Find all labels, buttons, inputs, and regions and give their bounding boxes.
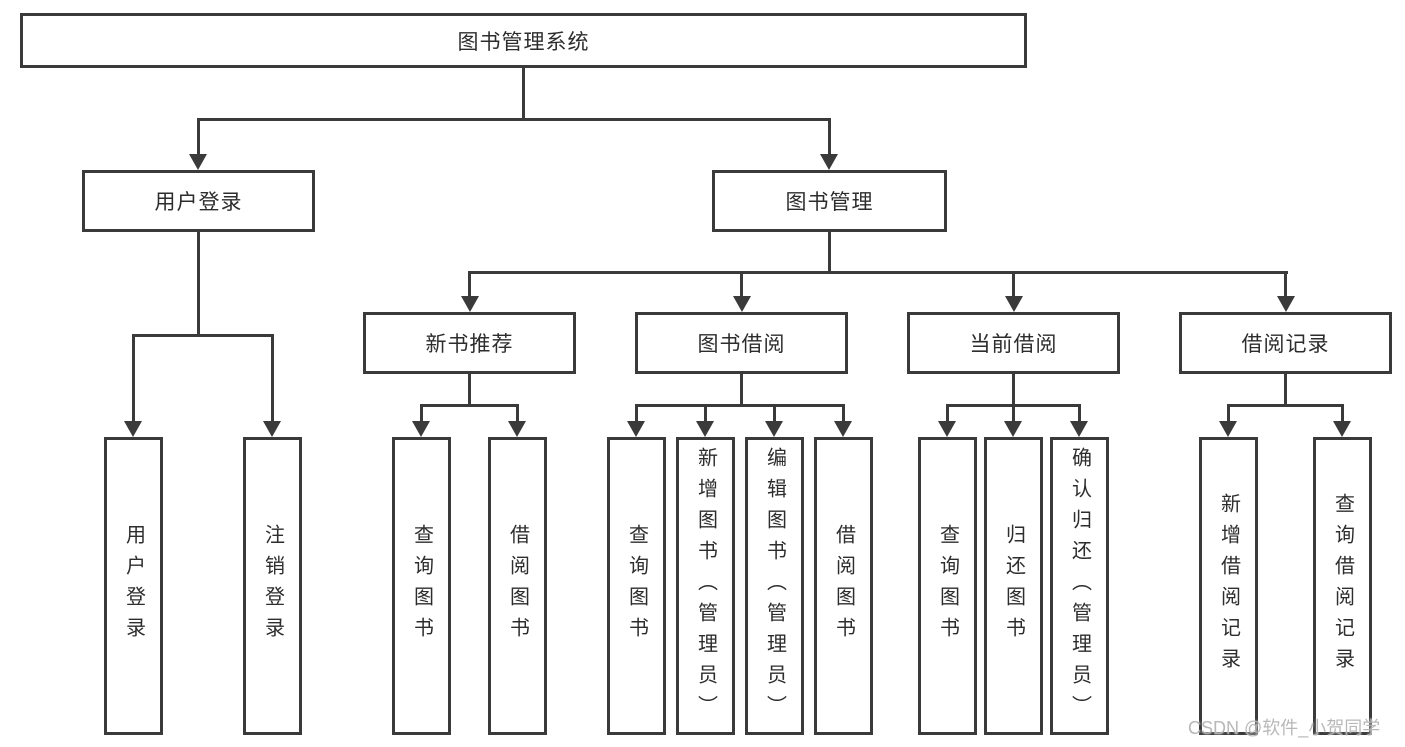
node-label: 查询图书 [410, 524, 433, 648]
node-label: 当前借阅 [969, 333, 1058, 356]
connector-to-leaf-bw-query [635, 404, 638, 423]
leaf-query-books-recommend: 查询图书 [392, 437, 451, 735]
connector-to-leaf-cur-confirm [1078, 404, 1081, 423]
node-label: 图书管理 [785, 191, 874, 214]
leaf-add-books-admin: 新增图书（管理员） [676, 437, 735, 735]
arrowhead-leaf-rec-add [1219, 421, 1237, 437]
node-label: 图书管理系统 [457, 30, 590, 54]
connector-level3-rail [468, 271, 1288, 274]
connector-to-leaf-cur-return [1012, 404, 1015, 423]
node-book-management: 图书管理 [712, 170, 947, 232]
leaf-user-login: 用户登录 [104, 437, 163, 735]
arrowhead-book-borrowing [733, 296, 751, 312]
connector-new-book-stem [468, 372, 471, 407]
node-label: 借阅记录 [1241, 333, 1330, 356]
arrowhead-leaf-cur-query [938, 421, 956, 437]
arrowhead-leaf-bw-borrow [834, 421, 852, 437]
arrowhead-leaf-bw-query [627, 421, 645, 437]
connector-records-rail [1227, 404, 1344, 407]
connector-new-book-rail [420, 404, 518, 407]
csdn-watermark: CSDN @软件_小贺同学 [1188, 718, 1381, 738]
leaf-query-books-current: 查询图书 [918, 437, 977, 735]
connector-to-leaf-bw-borrow [842, 404, 845, 423]
node-user-login: 用户登录 [82, 170, 315, 232]
leaf-borrow-books-recommend: 借阅图书 [488, 437, 547, 735]
connector-current-stem [1012, 372, 1015, 407]
connector-to-leaf-rec-query [1341, 404, 1344, 423]
connector-records-stem [1284, 372, 1287, 407]
arrowhead-leaf-nb-borrow [508, 421, 526, 437]
node-label: 注销登录 [261, 524, 284, 648]
node-label: 归还图书 [1002, 524, 1025, 648]
connector-to-leaf-cur-query [946, 404, 949, 423]
leaf-confirm-return-admin: 确认归还（管理员） [1050, 437, 1109, 735]
connector-to-leaf-nb-query [420, 404, 423, 423]
connector-to-user-login [197, 118, 200, 158]
connector-root-stem [522, 66, 525, 121]
arrowhead-leaf-logout [263, 421, 281, 437]
arrowhead-current-borrowing [1005, 296, 1023, 312]
connector-to-leaf-bw-edit [773, 404, 776, 423]
node-label: 用户登录 [122, 524, 145, 648]
node-label: 用户登录 [154, 191, 243, 214]
connector-to-new-book-recommend [468, 271, 471, 299]
arrowhead-new-book-recommend [461, 296, 479, 312]
connector-level2-rail [197, 118, 831, 121]
connector-to-book-borrowing [740, 271, 743, 299]
connector-book-management-stem [828, 230, 831, 274]
node-borrowing-records: 借阅记录 [1179, 312, 1392, 374]
connector-borrowing-rail [635, 404, 845, 407]
arrowhead-leaf-bw-add [696, 421, 714, 437]
connector-to-current-borrowing [1012, 271, 1015, 299]
leaf-query-books-borrowing: 查询图书 [607, 437, 666, 735]
arrowhead-leaf-nb-query [412, 421, 430, 437]
node-label: 新增借阅记录 [1217, 493, 1240, 679]
leaf-return-books: 归还图书 [984, 437, 1043, 735]
node-label: 查询图书 [625, 524, 648, 648]
leaf-edit-books-admin: 编辑图书（管理员） [745, 437, 804, 735]
node-label: 编辑图书（管理员） [763, 446, 786, 726]
node-label: 查询图书 [936, 524, 959, 648]
node-label: 图书借阅 [697, 333, 786, 356]
connector-borrowing-stem [740, 372, 743, 407]
connector-user-login-stem [197, 230, 200, 337]
node-label: 新书推荐 [425, 333, 514, 356]
arrowhead-user-login [189, 154, 207, 170]
node-book-management-system: 图书管理系统 [20, 13, 1027, 68]
arrowhead-leaf-cur-confirm [1070, 421, 1088, 437]
node-label: 查询借阅记录 [1331, 493, 1354, 679]
node-book-borrowing: 图书借阅 [635, 312, 848, 374]
leaf-borrow-books-borrowing: 借阅图书 [814, 437, 873, 735]
leaf-add-borrow-record: 新增借阅记录 [1199, 437, 1258, 735]
node-label: 借阅图书 [832, 524, 855, 648]
arrowhead-leaf-rec-query [1333, 421, 1351, 437]
connector-to-leaf-bw-add [704, 404, 707, 423]
connector-to-book-management [828, 118, 831, 158]
arrowhead-borrowing-records [1277, 296, 1295, 312]
connector-to-leaf-rec-add [1227, 404, 1230, 423]
connector-to-leaf-logout [271, 334, 274, 424]
node-label: 新增图书（管理员） [694, 446, 717, 726]
connector-to-leaf-nb-borrow [516, 404, 519, 423]
leaf-logout: 注销登录 [243, 437, 302, 735]
arrowhead-book-management [820, 154, 838, 170]
arrowhead-leaf-login [124, 421, 142, 437]
connector-user-login-rail [132, 334, 274, 337]
leaf-query-borrow-record: 查询借阅记录 [1313, 437, 1372, 735]
node-new-book-recommend: 新书推荐 [363, 312, 576, 374]
connector-to-borrowing-records [1284, 271, 1287, 299]
arrowhead-leaf-bw-edit [765, 421, 783, 437]
node-label: 确认归还（管理员） [1068, 446, 1091, 726]
node-current-borrowing: 当前借阅 [907, 312, 1120, 374]
node-label: 借阅图书 [506, 524, 529, 648]
connector-to-leaf-login [132, 334, 135, 424]
arrowhead-leaf-cur-return [1004, 421, 1022, 437]
